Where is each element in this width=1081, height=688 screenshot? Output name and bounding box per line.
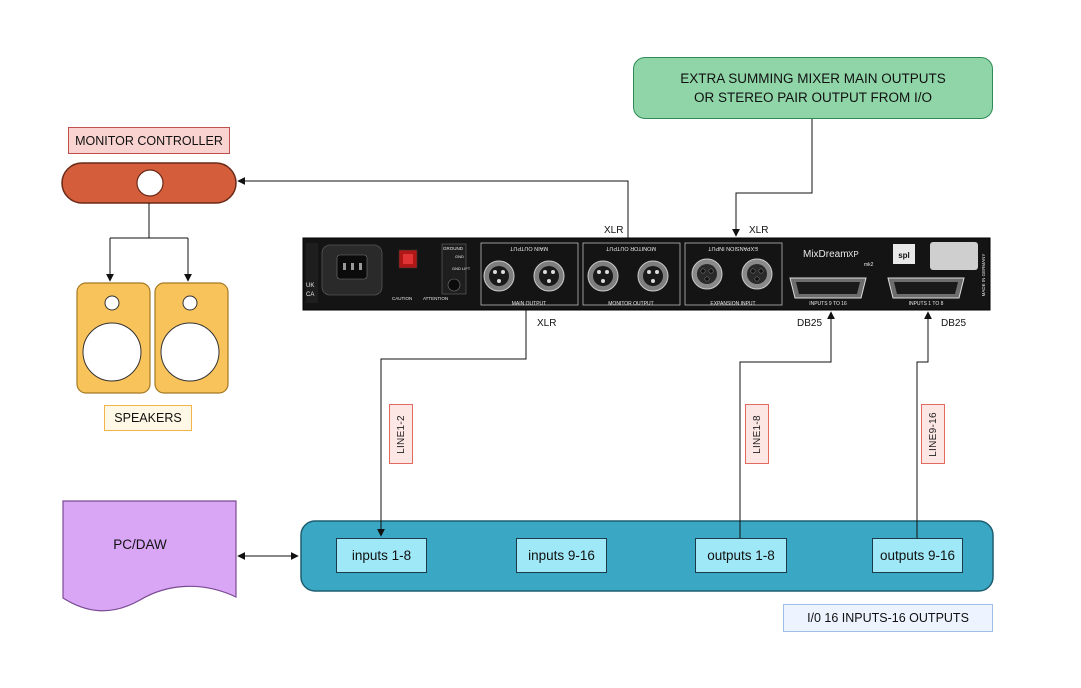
extra-source-box: EXTRA SUMMING MIXER MAIN OUTPUTS OR STER…: [633, 57, 993, 119]
cable-tag-line9-16-text: LINE9-16: [927, 411, 939, 457]
xlr-main-label: XLR: [537, 318, 557, 329]
speakers-label: SPEAKERS: [104, 405, 192, 431]
gnd-label: GND: [455, 254, 464, 259]
extra-to-expansion-connector: [732, 119, 813, 237]
io-port-outputs-9-16: outputs 9-16: [872, 538, 963, 573]
expansion-input-label: EXPANSION INPUT: [710, 301, 755, 307]
extra-source-line2: OR STEREO PAIR OUTPUT FROM I/O: [693, 90, 933, 105]
caution-text: CAUTION: [392, 296, 412, 301]
main-to-inputs-connector: [377, 310, 527, 537]
io-label: I/0 16 INPUTS-16 OUTPUTS: [783, 604, 993, 632]
io-port-inputs-9-16: inputs 9-16: [516, 538, 607, 573]
cable-tag-line1-2-text: LINE1-2: [395, 414, 407, 454]
main-output-label: MAIN OUTPUT: [512, 301, 546, 307]
cable-tag-line1-2: LINE1-2: [389, 404, 413, 464]
inputs-9-16-label: INPUTS 9 TO 16: [809, 301, 847, 307]
made-in-label: MADE IN GERMANY: [981, 254, 986, 297]
outputs916-to-db25-connector: [916, 311, 932, 538]
main-output-top-label: MAIN OUTPUT: [509, 245, 548, 251]
monitor-output-label: MONITOR OUTPUT: [608, 301, 653, 307]
device-version: mk2: [864, 262, 874, 268]
pc-daw: [62, 500, 237, 612]
expansion-input-top-label: EXPANSION INPUT: [708, 245, 758, 251]
spl-logo: spl: [898, 251, 910, 260]
mixdream-rear-panel: UK CA CAUTION ATTENTION GROUND GND GND L…: [302, 237, 991, 311]
db25-label-a: DB25: [797, 318, 823, 329]
speaker-right: [154, 282, 229, 394]
device-model: XP: [848, 250, 859, 259]
monitor-controller: [61, 162, 237, 204]
xlr-expansion-label: XLR: [749, 225, 769, 236]
ground-label: GROUND: [443, 246, 464, 251]
monitor-to-controller-connector: [237, 177, 629, 238]
ca-mark: CA: [306, 292, 314, 298]
pc-daw-label: PC/DAW: [113, 536, 167, 552]
db25-label-b: DB25: [941, 318, 967, 329]
gnd-lift-label: GND LIFT: [452, 266, 471, 271]
device-brand: MixDream: [803, 249, 849, 260]
extra-source-line1: EXTRA SUMMING MIXER MAIN OUTPUTS: [680, 71, 946, 86]
io-port-inputs-1-8: inputs 1-8: [336, 538, 427, 573]
monitor-controller-label: MONITOR CONTROLLER: [68, 127, 230, 154]
io-interface: [300, 520, 994, 592]
xlr-monitor-label: XLR: [604, 225, 624, 236]
cable-tag-line1-8: LINE1-8: [745, 404, 769, 464]
attention-text: ATTENTION: [423, 296, 448, 301]
monitor-output-top-label: MONITOR OUTPUT: [605, 245, 656, 251]
cable-tag-line1-8-text: LINE1-8: [751, 414, 763, 454]
uk-mark: UK: [306, 283, 314, 289]
outputs18-to-db25-connector: [739, 311, 835, 538]
controller-to-speakers-connector: [106, 203, 192, 282]
inputs-1-8-label: INPUTS 1 TO 8: [909, 301, 944, 307]
speaker-left: [76, 282, 151, 394]
io-port-outputs-1-8: outputs 1-8: [695, 538, 787, 573]
cable-tag-line9-16: LINE9-16: [921, 404, 945, 464]
